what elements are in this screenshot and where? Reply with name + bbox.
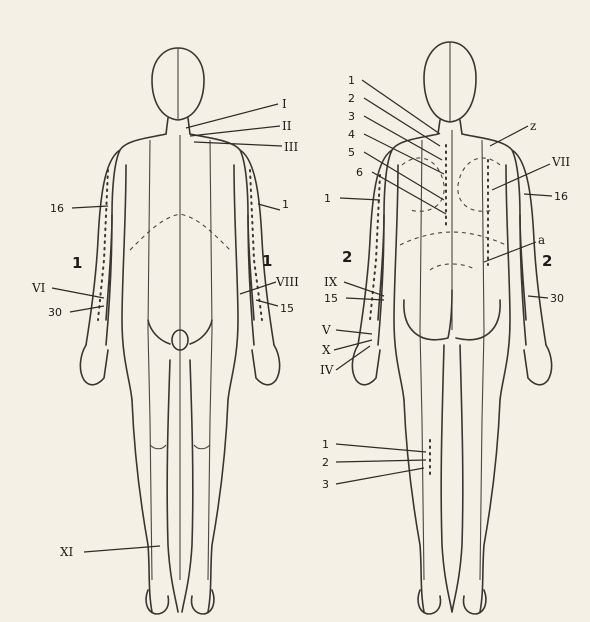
front-label-15: 15 (280, 302, 294, 315)
front-label-VIII: VIII (275, 275, 299, 289)
back-leg-label-1: 1 (322, 438, 329, 451)
back-leg-label-2: 2 (322, 456, 329, 469)
back-spine-label-6: 6 (356, 166, 363, 179)
back-scapula-right (458, 158, 500, 211)
back-label-IX: IX (324, 275, 338, 289)
back-sacrum-dash (430, 264, 476, 270)
back-label-z: z (530, 119, 536, 133)
back-label-VII: VII (551, 155, 570, 169)
front-label-III: III (284, 140, 298, 154)
back-label-IV: IV (320, 363, 334, 377)
front-figure (80, 48, 279, 614)
back-figure (352, 42, 551, 614)
back-label-V: V (321, 323, 331, 337)
back-arm-left (358, 150, 392, 345)
back-leg-label-3: 3 (322, 478, 329, 491)
back-arm-dots-left (370, 175, 380, 320)
back-hand-right (524, 345, 552, 385)
front-label-XI: XI (60, 545, 74, 559)
front-hand-left (80, 345, 108, 385)
front-section-right: 1 (262, 252, 272, 270)
back-spine-label-3: 3 (348, 110, 355, 123)
back-section-left: 2 (342, 248, 352, 266)
back-spine-label-5: 5 (348, 146, 355, 159)
front-arm-right (240, 150, 274, 345)
front-label-16: 16 (50, 202, 64, 215)
back-spine-label-2: 2 (348, 92, 355, 105)
front-label-VI: VI (31, 281, 46, 295)
front-label-II: II (282, 119, 292, 133)
back-meridian-left (420, 140, 424, 580)
front-hand-right (252, 345, 280, 385)
front-meridian-right (208, 140, 212, 580)
back-legs (404, 345, 500, 612)
front-arm-left (86, 150, 120, 345)
back-scapula-left (402, 158, 444, 211)
front-label-I: I (282, 97, 287, 111)
back-label-X: X (322, 343, 331, 357)
back-section-right: 2 (542, 252, 552, 270)
back-label-16: 16 (554, 190, 568, 203)
back-label-15: 15 (324, 292, 338, 305)
back-label-1: 1 (324, 192, 331, 205)
back-hand-left (352, 345, 380, 385)
back-spine-label-1: 1 (348, 74, 355, 87)
front-meridian-left (148, 140, 152, 580)
front-label-1: 1 (282, 198, 289, 211)
back-meridian-right (480, 140, 484, 580)
front-section-left: 1 (72, 254, 82, 272)
back-label-a: a (538, 233, 545, 247)
back-waist-dash (400, 232, 506, 245)
back-spine-label-4: 4 (348, 128, 355, 141)
back-label-30: 30 (550, 292, 564, 305)
front-label-30: 30 (48, 306, 62, 319)
